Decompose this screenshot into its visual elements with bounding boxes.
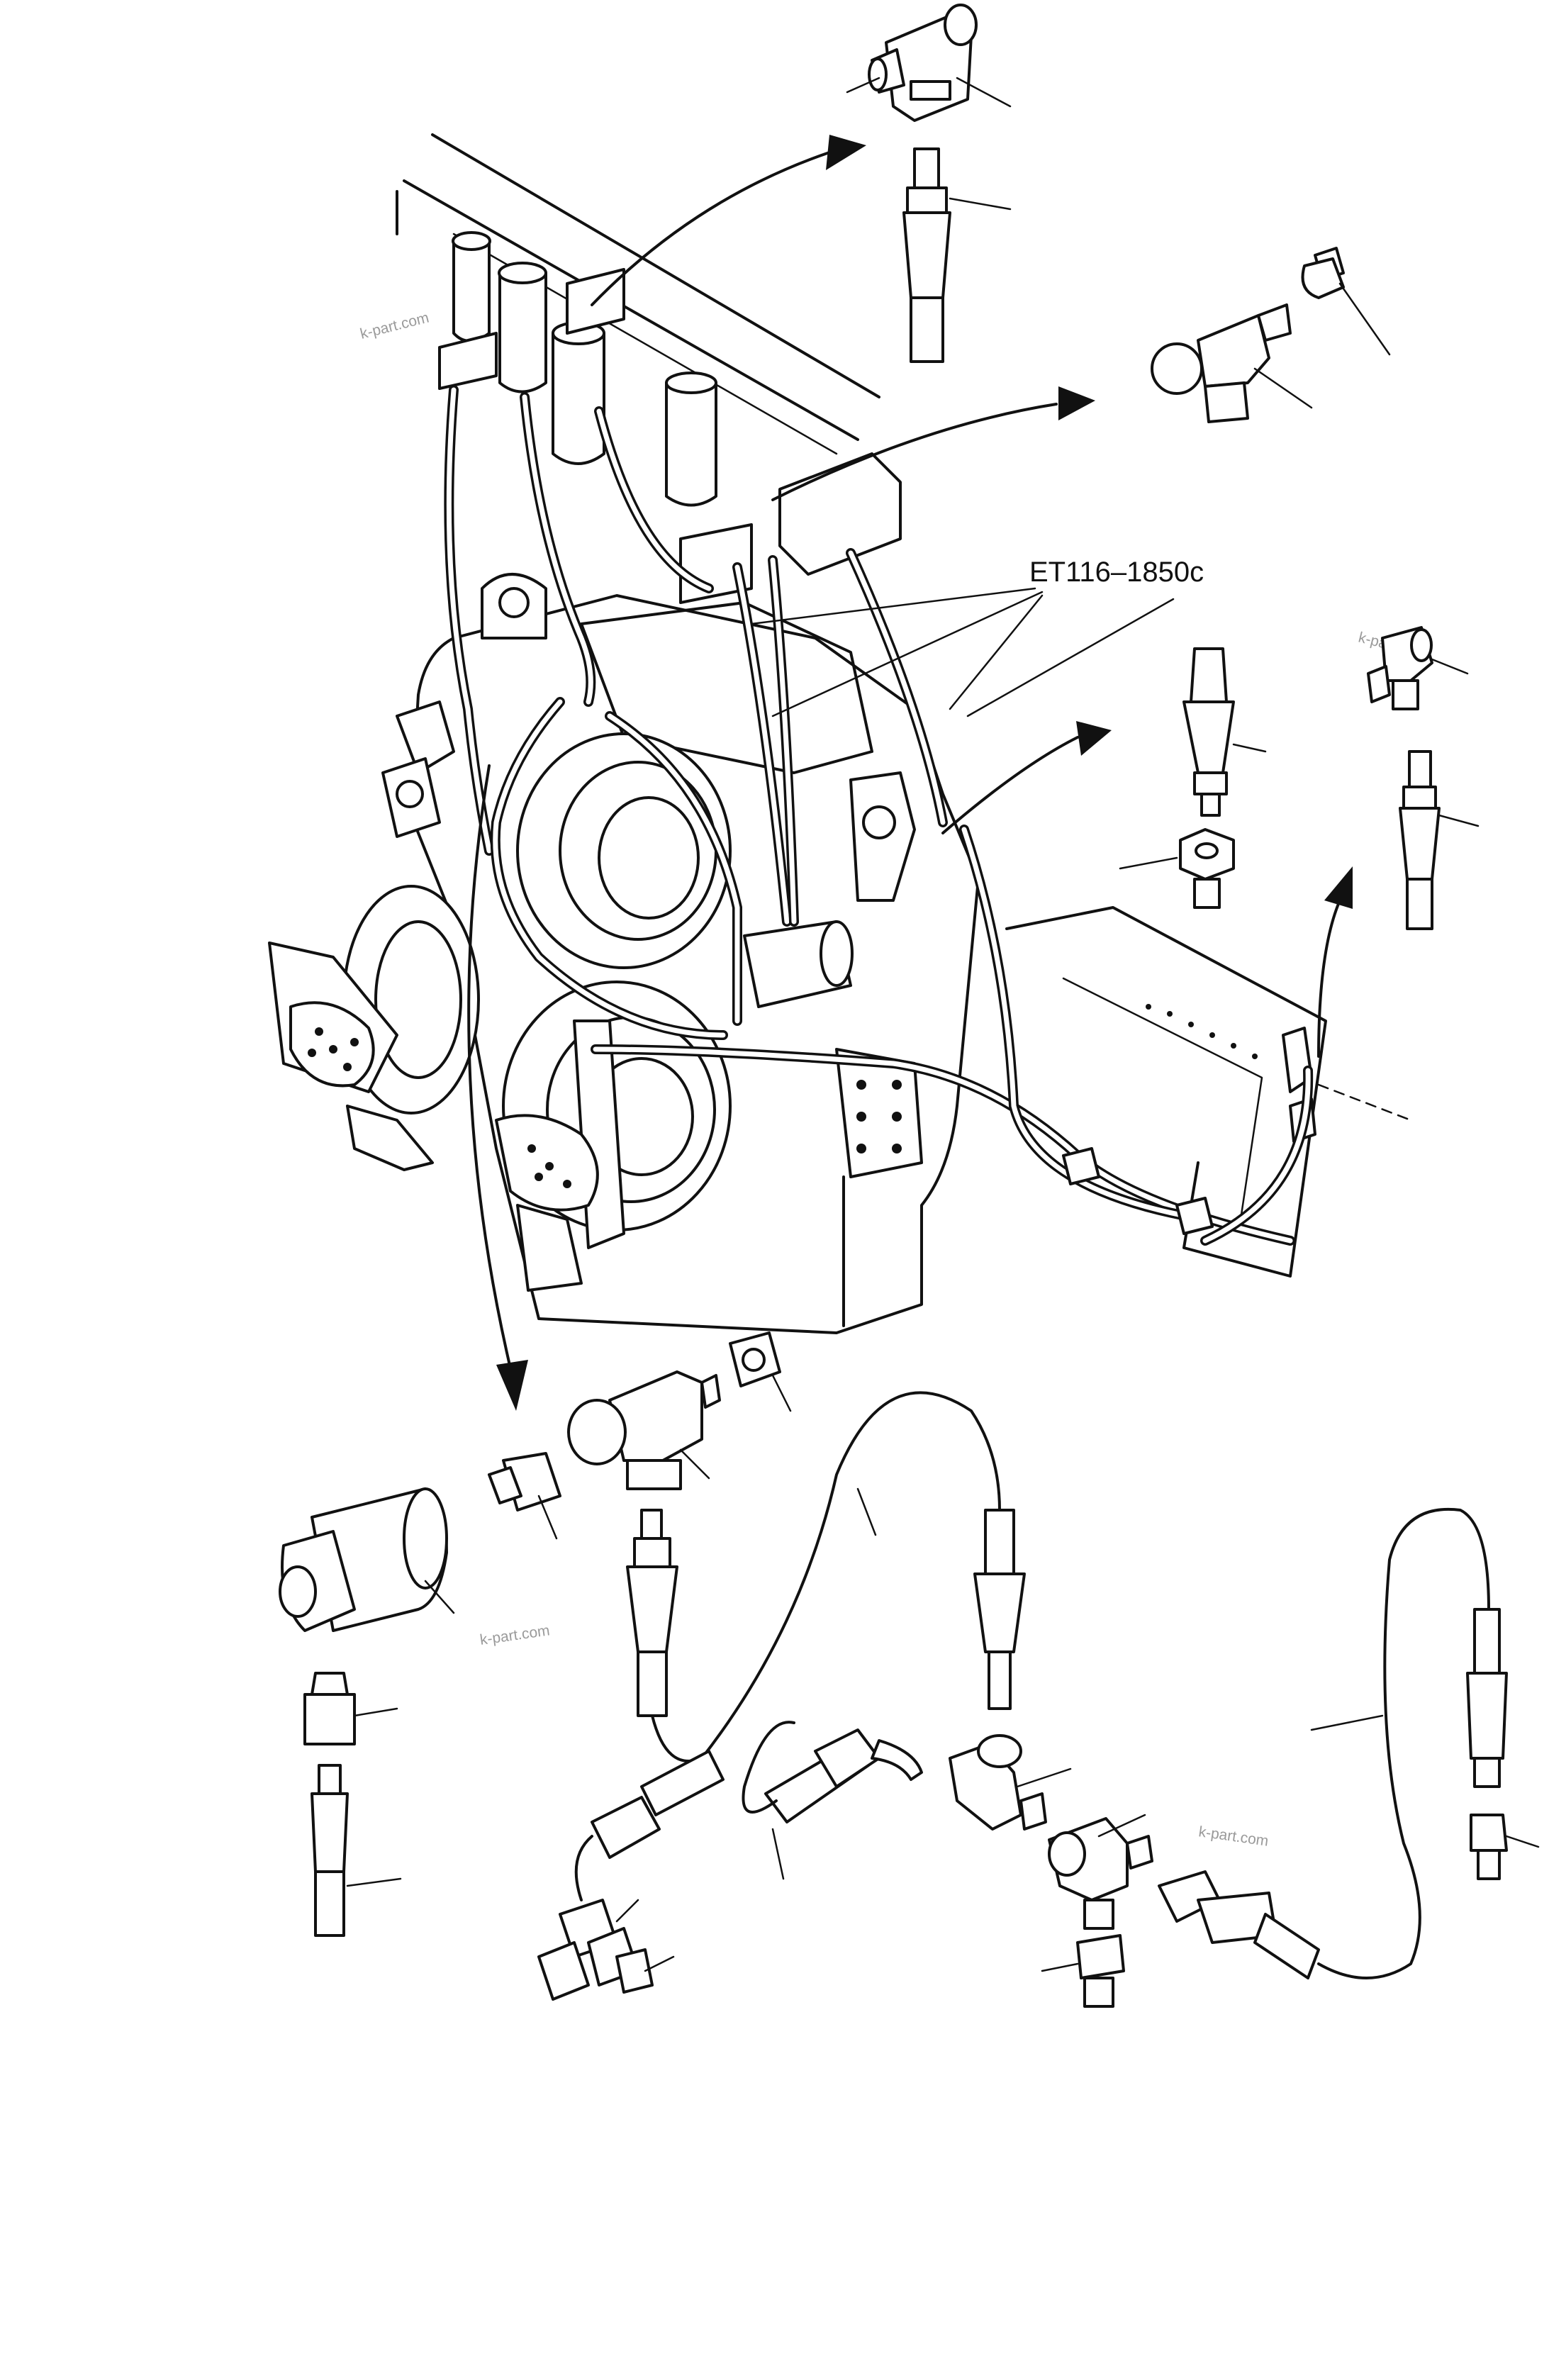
filter-canister-3 xyxy=(552,321,605,465)
left-flange-lower xyxy=(495,1019,625,1292)
detail-elbow-tee-right xyxy=(1151,247,1391,423)
detail-bottom-filter-assembly xyxy=(279,1331,1540,2008)
filter-canister-1 xyxy=(452,231,491,342)
main-hose-routing xyxy=(444,385,1295,1246)
filter-canister-4 xyxy=(665,371,717,507)
detail-tee-hose-far-right xyxy=(1367,626,1480,930)
watermark-bottom-right: k-part.com xyxy=(1197,1823,1269,1850)
watermark-bottom-left: k-part.com xyxy=(479,1622,550,1648)
transmission-housing xyxy=(268,133,980,1334)
reservoir-tank xyxy=(1005,906,1412,1278)
upper-bore xyxy=(516,732,732,969)
filter-canister-2 xyxy=(498,262,547,393)
watermark-top-left: k-part.com xyxy=(359,310,431,342)
reference-label: ET116–1850c xyxy=(1029,557,1204,588)
left-flange-upper xyxy=(268,885,480,1171)
callout-arrows xyxy=(467,135,1353,1411)
solenoid-unit xyxy=(743,920,854,1008)
control-valve-block xyxy=(778,452,902,576)
detail-top-tee-fitting xyxy=(846,4,1012,363)
detail-hose-end-nut xyxy=(1119,647,1267,909)
